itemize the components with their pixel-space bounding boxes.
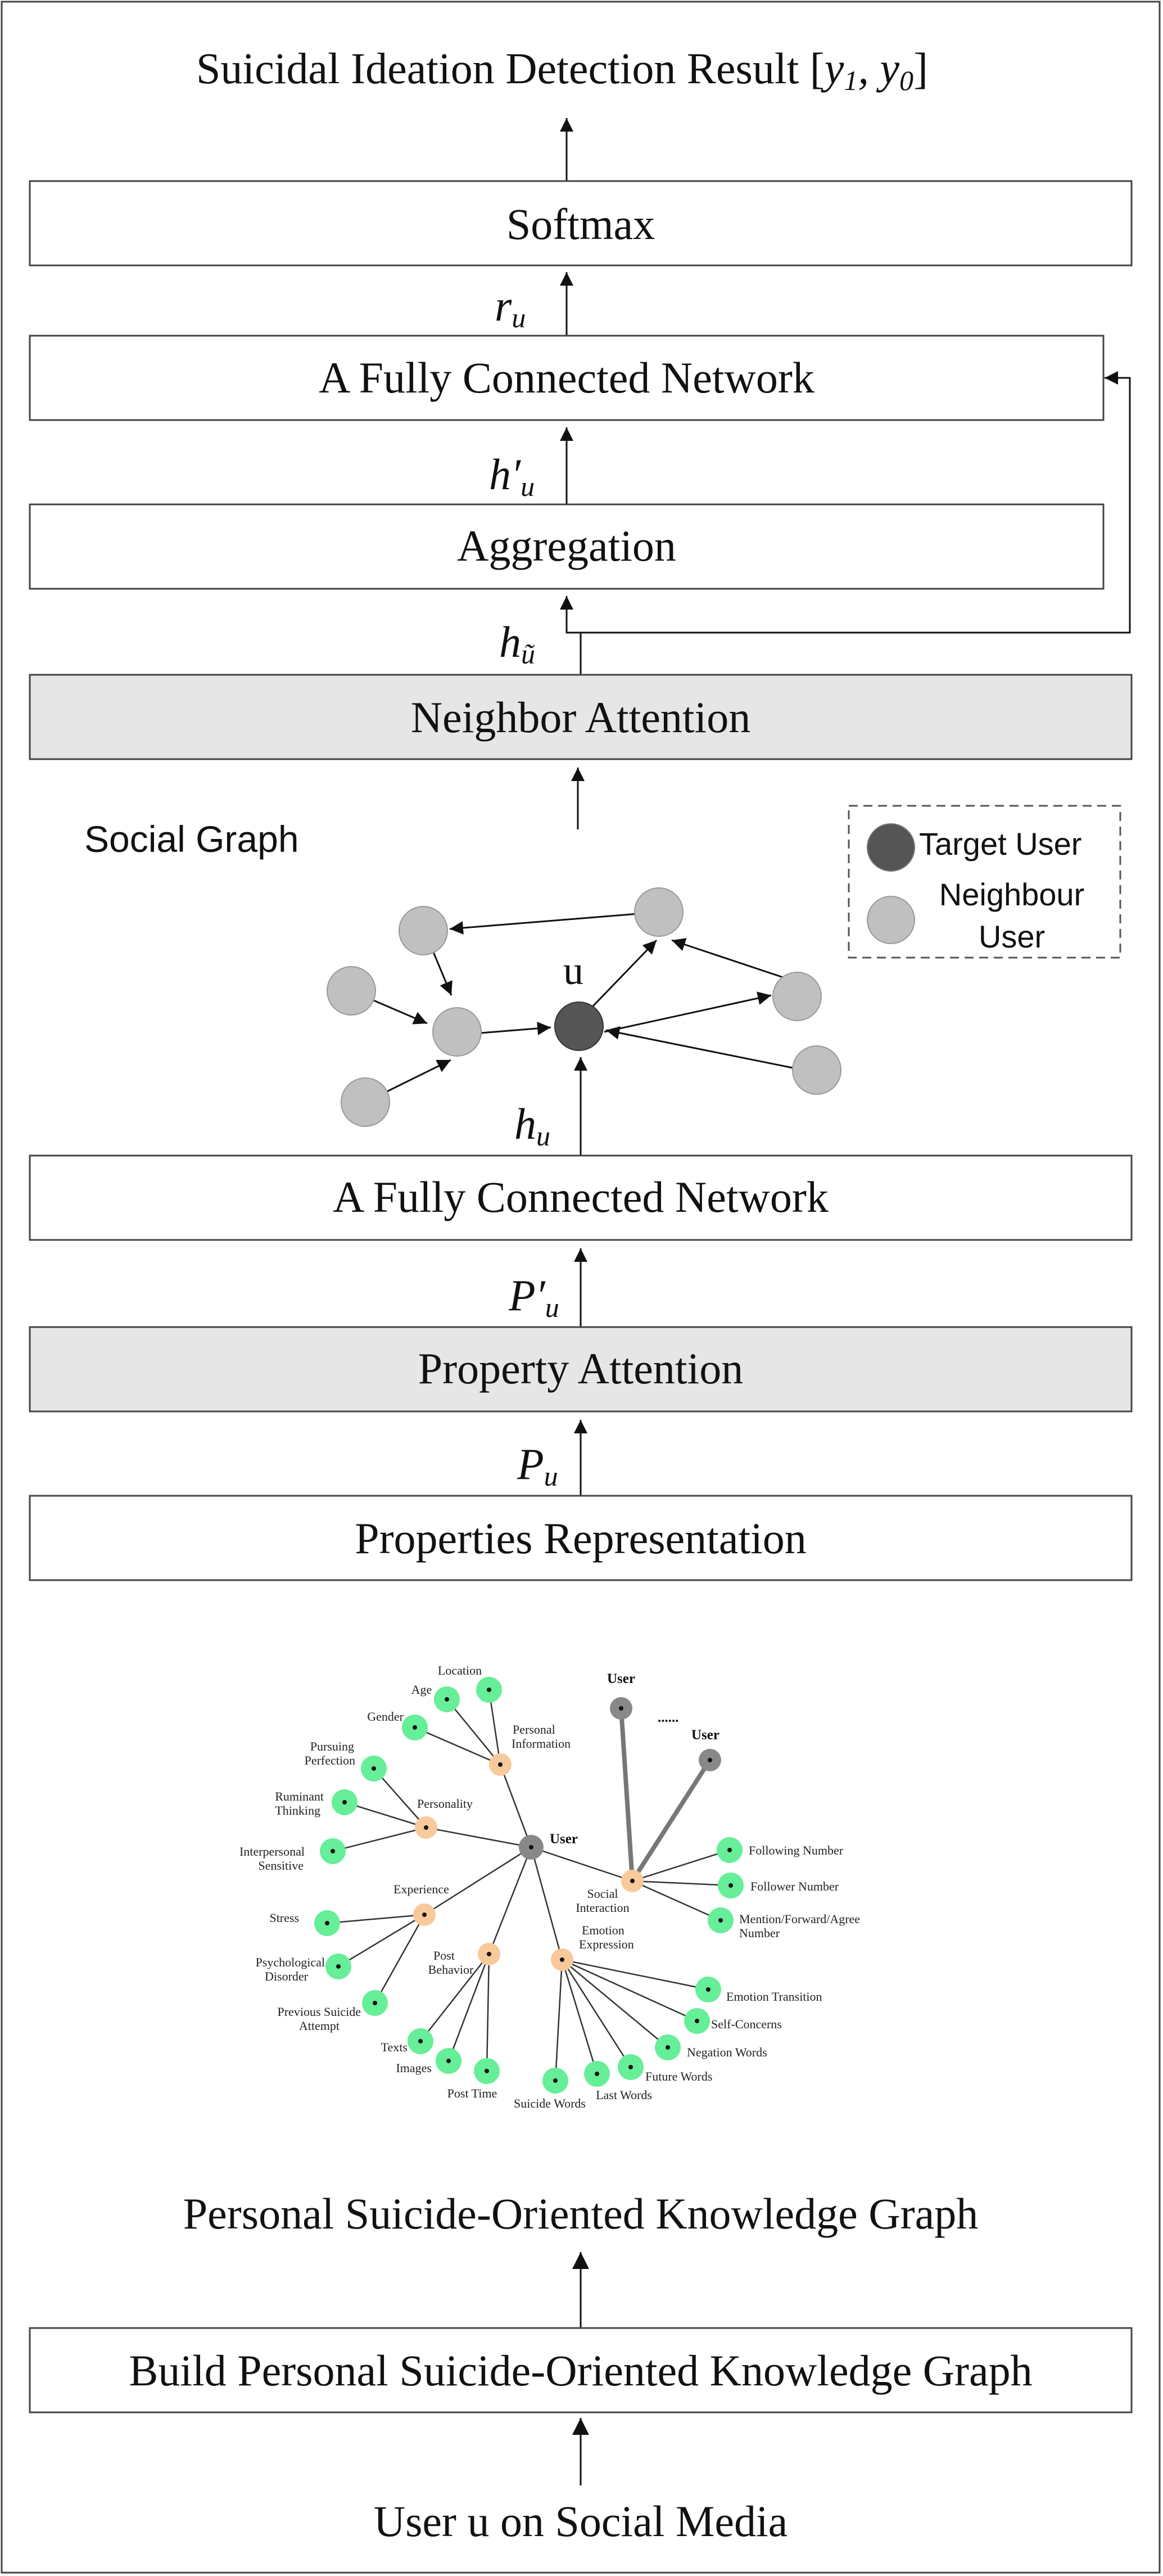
kg-leaf-label: Last Words [596,2088,652,2102]
neighbour-node [634,887,684,937]
h-prime-u-label: h′u [489,450,535,502]
legend-neighbour-swatch [867,896,915,944]
kg-leaf-label: Attempt [299,2019,340,2033]
kg-leaf-label: Following Number [749,1843,844,1857]
kg-caption: Personal Suicide-Oriented Knowledge Grap… [183,2189,978,2238]
kg-category-label: Emotion [582,1923,625,1937]
kg-leaf-label: Psychological [256,1955,325,1969]
edge-n-right-to-n-top-right [671,938,790,981]
arrow-neighbor-to-aggregation [560,596,581,634]
property-attention-label: Property Attention [418,1344,743,1393]
neighbour-node [399,906,448,955]
h-tilde-label: hũ [499,617,535,670]
edge-target-to-n-right [604,991,772,1033]
kg-leaf-label: Suicide Words [514,2096,586,2110]
target-user-label: u [563,948,583,993]
kg-leaf-label: Gender [367,1709,404,1724]
kg-category-label: Personal [513,1722,555,1736]
kg-category-label: Social [587,1887,618,1901]
kg-other-user-label-2: User [691,1727,719,1743]
kg-leaf-label: Sensitive [258,1858,304,1873]
fully-connected-bottom-label: A Fully Connected Network [333,1172,829,1221]
kg-leaf-label: Self-Concerns [711,2017,782,2031]
properties-representation-box [29,1495,1133,1581]
kg-leaf-label: Interpersonal [239,1844,305,1858]
user-on-social-media-label: User u on Social Media [374,2497,788,2546]
p-u-label: Pu [517,1440,558,1492]
fully-connected-bottom-box [29,1154,1133,1241]
detection-result-title: Suicidal Ideation Detection Result [y1, … [196,44,928,96]
kg-leaf-label: Mention/Forward/Agree [739,1912,860,1926]
skip-connection-to-fc [580,371,1131,675]
edge-n-top-right-to-n-top-left [449,911,659,935]
legend-target-swatch [867,823,915,872]
kg-leaf-label: Images [396,2061,432,2075]
kg-leaf-label: Thinking [275,1803,320,1817]
target-user-node [554,1001,604,1051]
kg-leaf-label: Disorder [265,1969,309,1983]
property-attention-box [29,1326,1133,1413]
r-u-label: ru [495,281,526,333]
neighbor-attention-box [29,674,1133,760]
h-u-label: hu [514,1099,550,1152]
kg-category-label: Personality [417,1797,473,1811]
properties-representation-label: Properties Representation [355,1514,807,1563]
kg-category-label: Interaction [576,1901,629,1915]
edge-n-bottom-right-to-target [605,1026,810,1072]
neighbour-node [792,1045,841,1095]
aggregation-label: Aggregation [457,521,676,570]
kg-leaf-label: Age [411,1682,432,1697]
kg-category-label: Information [512,1736,571,1751]
neighbour-node [341,1077,390,1127]
kg-ellipsis: ...... [658,1710,679,1725]
neighbour-node [432,1007,482,1057]
kg-leaf-label: Follower Number [750,1879,839,1893]
social-graph-title: Social Graph [84,818,299,860]
softmax-box [29,180,1133,267]
legend-neighbour-label-2: User [979,919,1045,954]
neighbour-node [772,972,822,1021]
build-kg-label: Build Personal Suicide-Oriented Knowledg… [129,2346,1032,2395]
kg-leaf-label: Negation Words [687,2045,767,2059]
build-kg-box [29,2327,1133,2413]
fully-connected-top-box [29,335,1105,421]
p-prime-u-label: P′u [508,1271,559,1323]
knowledge-graph: User User User ...... Personal Informati… [239,1663,860,2110]
kg-category-label: Expression [579,1937,634,1951]
kg-leaf-label: Ruminant [275,1789,324,1803]
kg-center-user-label: User [550,1831,578,1847]
kg-edges [327,1689,731,2081]
aggregation-box [29,503,1105,590]
softmax-label: Softmax [506,200,655,249]
kg-leaf-label: Pursuing [310,1739,354,1753]
kg-leaf-label: Stress [269,1911,299,1925]
legend-neighbour-label-1: Neighbour [939,877,1084,912]
kg-category-label: Experience [393,1882,449,1896]
kg-leaf-label: Perfection [305,1753,355,1767]
neighbour-node [327,966,376,1016]
kg-leaf-label: Emotion Transition [726,1989,822,2004]
kg-leaf-label: Location [438,1663,482,1677]
kg-leaf-label: Future Words [645,2069,712,2083]
kg-leaf-label: Previous Suicide [278,2005,361,2019]
legend-target-label: Target User [919,826,1081,861]
kg-leaf-label: Texts [381,2040,408,2054]
neighbor-attention-label: Neighbor Attention [411,693,750,742]
kg-leaf-label: Post Time [447,2086,497,2100]
kg-category-label: Post [433,1948,455,1963]
kg-node-dots [325,1688,733,2083]
kg-leaf-label: Number [739,1926,780,1940]
kg-category-label: Behavior [428,1963,474,1977]
edge-n-mid-to-target [480,1021,551,1035]
kg-other-user-label-1: User [607,1671,635,1686]
fully-connected-top-label: A Fully Connected Network [319,353,814,402]
